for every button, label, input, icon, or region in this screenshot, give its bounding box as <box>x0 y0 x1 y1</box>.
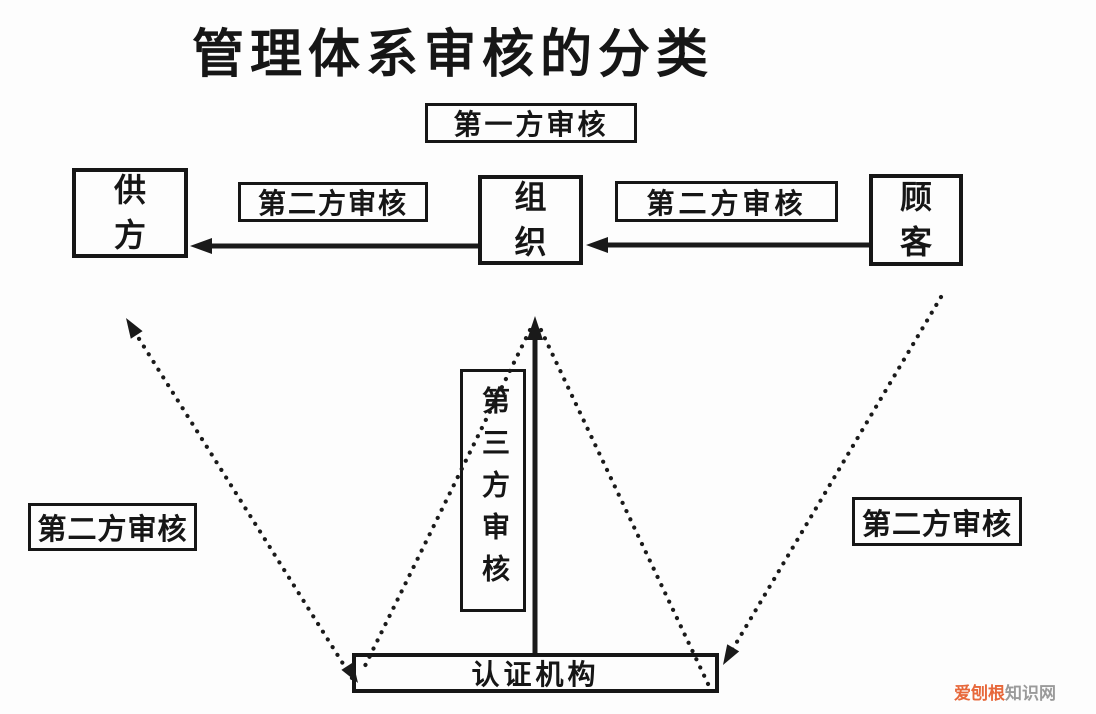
watermark-rest: 知识网 <box>1005 684 1056 703</box>
second-party-audit-text: 第二方审核 <box>861 508 1012 541</box>
certification-body-text: 认证机构 <box>471 660 600 691</box>
arrowhead-up-icon <box>527 316 543 340</box>
organization-text: 组织 <box>514 178 547 260</box>
customer-text: 顾客 <box>899 178 932 260</box>
supplier-box: 供方 <box>72 168 188 258</box>
page-title: 管理体系审核的分类 <box>191 27 714 84</box>
first-party-audit-label: 第一方审核 <box>425 103 637 143</box>
second-party-audit-label-right: 第二方审核 <box>852 497 1022 546</box>
organization-box: 组织 <box>478 175 583 265</box>
arrowhead-into-certbody-right-icon <box>723 644 740 665</box>
second-party-audit-label-top-left: 第二方审核 <box>238 182 428 222</box>
certification-body-box: 认证机构 <box>352 653 719 693</box>
second-party-audit-label-left: 第二方审核 <box>28 503 197 551</box>
first-party-audit-text: 第一方审核 <box>453 110 609 141</box>
second-party-audit-text: 第二方审核 <box>37 514 188 546</box>
third-party-audit-text: 第三方审核 <box>478 385 509 596</box>
dotted-line-customer-certbody <box>725 294 944 660</box>
watermark-highlight: 爱刨根 <box>954 684 1005 703</box>
dotted-line-certbody-supplier <box>128 323 355 681</box>
customer-box: 顾客 <box>869 174 963 266</box>
supplier-text: 供方 <box>113 171 146 253</box>
second-party-audit-label-top-right: 第二方审核 <box>615 181 838 222</box>
second-party-audit-text: 第二方审核 <box>257 189 408 220</box>
arrowhead-to-supplier-icon <box>190 238 212 254</box>
third-party-audit-label: 第三方审核 <box>460 369 526 612</box>
second-party-audit-text: 第二方审核 <box>646 188 807 220</box>
dotted-line-inner-right <box>538 327 712 689</box>
arrowhead-to-organization-icon <box>586 237 608 253</box>
watermark: 爱刨根知识网 <box>954 679 1056 704</box>
arrowhead-to-supplier-dotted-icon <box>126 318 143 339</box>
